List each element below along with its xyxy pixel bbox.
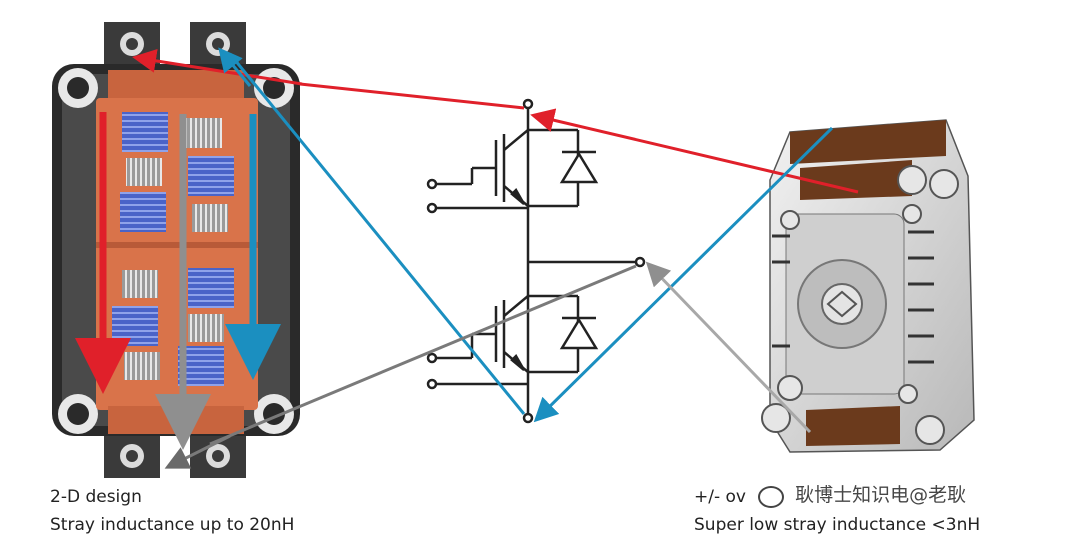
dbc-substrate bbox=[96, 98, 258, 410]
igbt-chips bbox=[112, 112, 234, 386]
mounting-holes bbox=[58, 68, 294, 434]
left-bottom-terminals bbox=[104, 432, 246, 478]
left-caption-inductance: Stray inductance up to 20nH bbox=[50, 515, 295, 535]
right-caption-inductance: Super low stray inductance <3nH bbox=[694, 515, 981, 535]
watermark-text: 耿博士知识电@老耿 bbox=[795, 484, 967, 506]
wechat-icon bbox=[758, 485, 784, 508]
right-power-module bbox=[761, 119, 975, 453]
half-bridge-schematic bbox=[426, 98, 646, 424]
watermark: 耿博士知识电@老耿 bbox=[758, 480, 966, 508]
left-caption-title: 2-D design bbox=[50, 487, 142, 507]
diode-chips bbox=[122, 118, 228, 380]
copper-busbar-mid bbox=[800, 160, 912, 200]
left-power-module bbox=[52, 22, 300, 478]
right-caption-title: +/- ov bbox=[694, 487, 746, 507]
copper-busbar-bottom bbox=[806, 406, 900, 446]
mapping-arrows bbox=[132, 47, 859, 469]
left-top-terminals bbox=[104, 22, 246, 70]
